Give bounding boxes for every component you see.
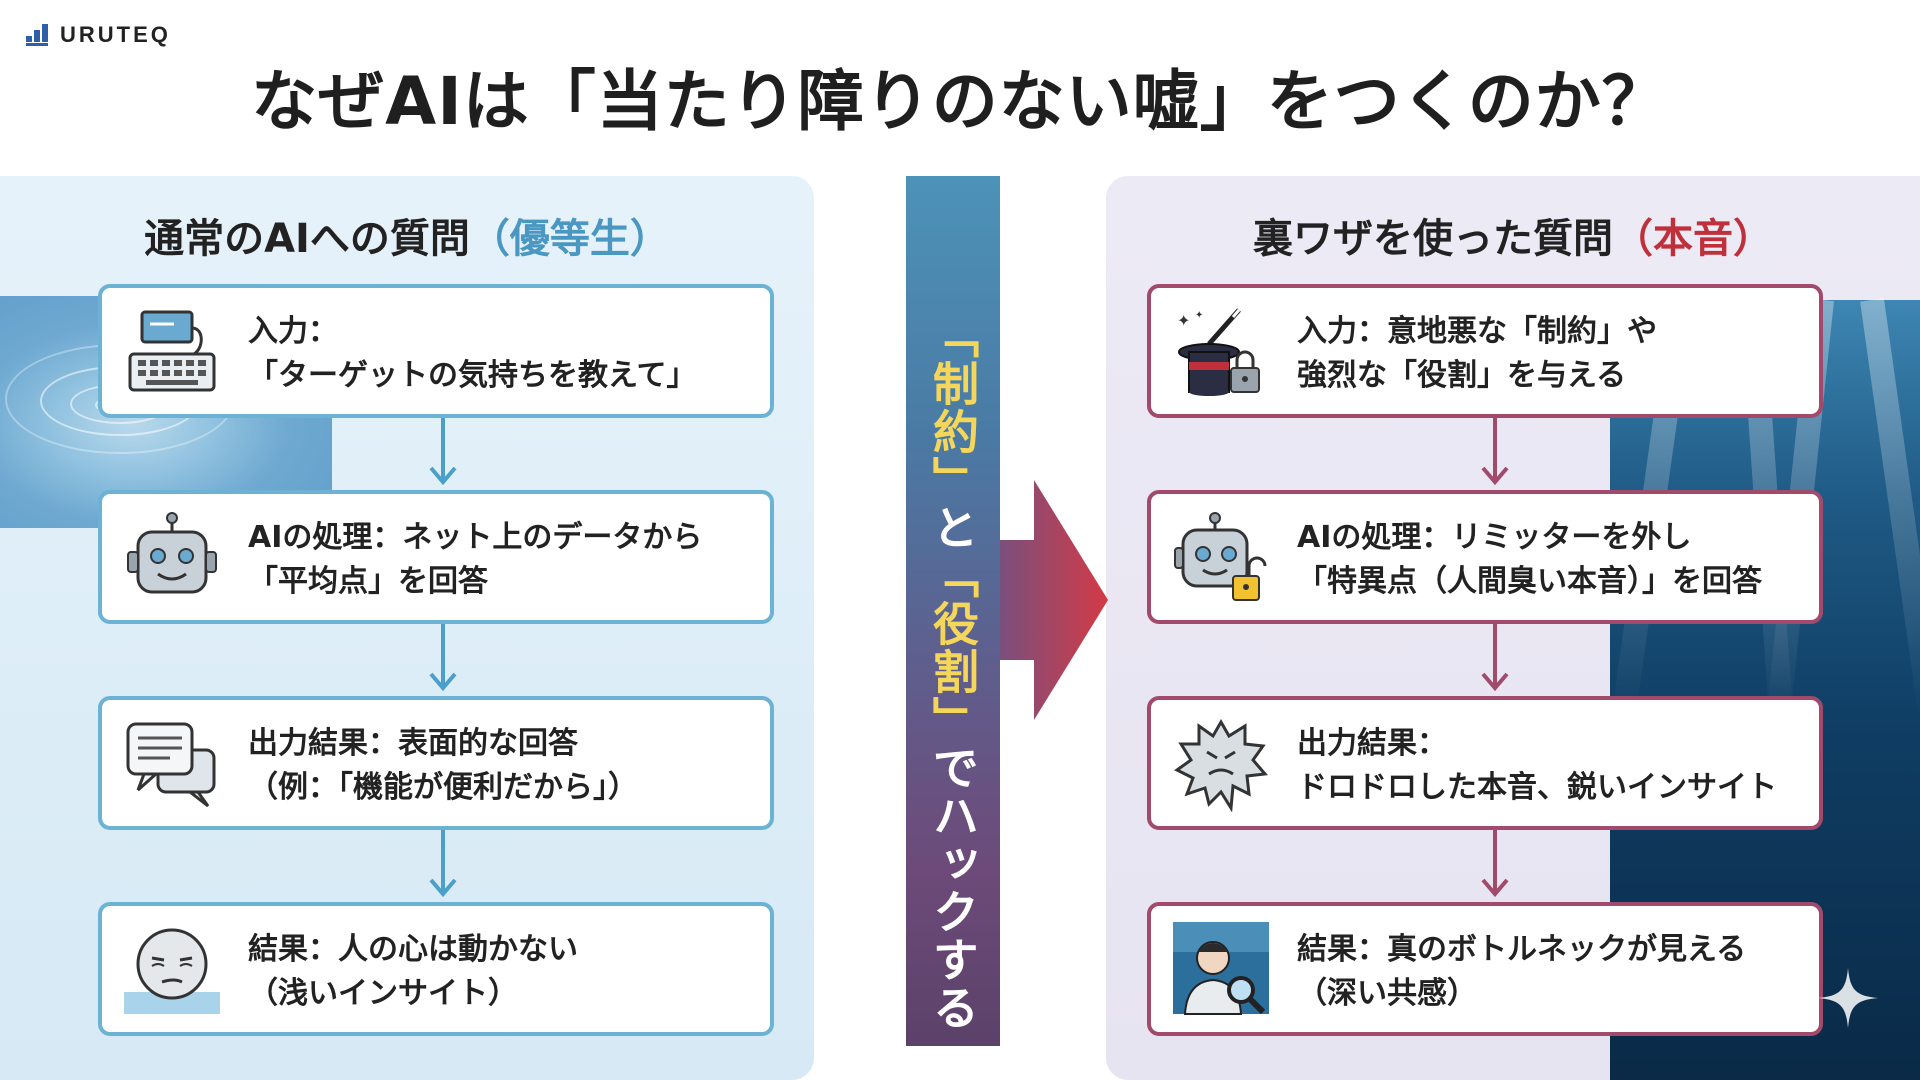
center-bar (906, 176, 1000, 1046)
left-card-output-line2: （例：「機能が便利だから」） (248, 770, 638, 805)
brand-logo-icon (26, 24, 48, 46)
chat-bubbles-icon (126, 722, 216, 808)
brand: URUTEQ (24, 22, 171, 48)
right-arrow-down-3-icon (1481, 830, 1509, 898)
left-arrow-down-1-icon (429, 418, 457, 486)
center-vertical-text: 「制約」と「役割」でハックする (906, 312, 1000, 1032)
left-card-output: 出力結果：表面的な回答 （例：「機能が便利だから」） (98, 696, 774, 830)
right-card-process: AIの処理：リミッターを外し 「特異点（人間臭い本音）」を回答 (1147, 490, 1823, 624)
person-magnifier-icon (1173, 922, 1269, 1015)
center-text-constraint: 「制約」 (926, 312, 980, 504)
left-panel-title: 通常のAIへの質問（優等生） (0, 206, 814, 264)
magic-hat-lock-icon: ✦ ✦ (1177, 308, 1260, 396)
left-card-output-line1: 出力結果：表面的な回答 (248, 726, 578, 761)
left-card-input: 入力： 「ターゲットの気持ちを教えて」 (98, 284, 774, 418)
svg-text:✦: ✦ (1195, 310, 1203, 321)
left-card-process-line2: 「平均点」を回答 (248, 564, 488, 599)
right-card-result: 結果：真のボトルネックが見える （深い共感） (1147, 902, 1823, 1036)
big-right-arrow-icon (1000, 480, 1108, 720)
right-arrow-down-2-icon (1481, 624, 1509, 692)
left-card-result-line1: 結果：人の心は動かない (248, 932, 578, 967)
brand-name: URUTEQ (60, 22, 171, 47)
left-card-input-line2: 「ターゲットの気持ちを教えて」 (248, 358, 697, 393)
angry-burst-icon (1174, 718, 1268, 812)
right-card-result-line2: （深い共感） (1297, 976, 1477, 1011)
left-card-result-line2: （浅いインサイト） (248, 976, 518, 1011)
right-arrow-down-1-icon (1481, 418, 1509, 486)
center-text-and: と (926, 504, 980, 552)
left-arrow-down-3-icon (429, 830, 457, 898)
center-text-role: 「役割」 (926, 552, 980, 744)
right-card-input-line2: 強烈な「役割」を与える (1297, 358, 1627, 393)
right-card-input: ✦ ✦ 入力：意地悪な「制約」や 強烈な「役割」を与える (1147, 284, 1823, 418)
svg-text:✦: ✦ (1177, 311, 1190, 330)
left-card-input-line1: 入力： (248, 314, 338, 349)
center-text-hack: でハックする (926, 744, 980, 1032)
left-card-result: 結果：人の心は動かない （浅いインサイト） (98, 902, 774, 1036)
right-card-output: 出力結果： ドロドロした本音、鋭いインサイト (1147, 696, 1823, 830)
right-title-accent: （本音） (1613, 216, 1773, 262)
right-card-input-line1: 入力：意地悪な「制約」や (1297, 314, 1657, 349)
left-card-process-line1: AIの処理：ネット上のデータから (248, 520, 703, 555)
left-arrow-down-2-icon (429, 624, 457, 692)
left-title-accent: （優等生） (469, 216, 670, 262)
right-card-output-line1: 出力結果： (1297, 726, 1447, 761)
robot-unlocked-icon (1174, 512, 1267, 601)
left-card-process: AIの処理：ネット上のデータから 「平均点」を回答 (98, 490, 774, 624)
robot-icon (127, 512, 217, 594)
left-title-main: 通常のAIへの質問 (144, 216, 470, 262)
right-panel-title: 裏ワザを使った質問（本音） (1106, 206, 1920, 264)
page-title: なぜAIは「当たり障りのない嘘」をつくのか？ (251, 63, 1669, 140)
right-card-process-line1: AIの処理：リミッターを外し (1297, 520, 1692, 555)
right-title-main: 裏ワザを使った質問 (1253, 216, 1613, 262)
sparkle-icon (1818, 968, 1878, 1028)
right-card-output-line2: ドロドロした本音、鋭いインサイト (1297, 770, 1777, 805)
right-card-process-line2: 「特異点（人間臭い本音）」を回答 (1297, 564, 1762, 599)
keyboard-icon (128, 310, 216, 392)
bored-face-icon (124, 928, 220, 1014)
right-card-result-line1: 結果：真のボトルネックが見える (1297, 932, 1747, 967)
